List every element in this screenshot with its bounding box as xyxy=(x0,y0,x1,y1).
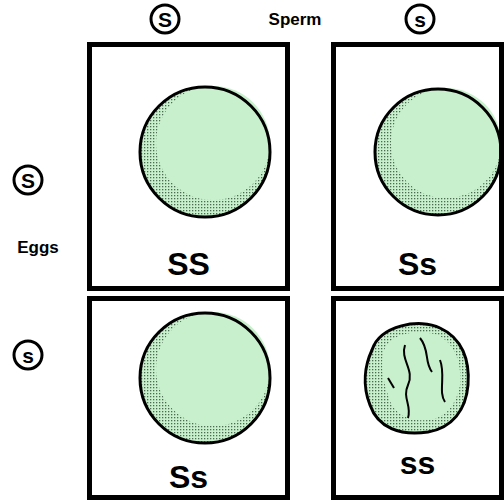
allele-letter: s xyxy=(22,345,34,366)
allele-letter: S xyxy=(21,170,35,191)
punnett-cell: ss xyxy=(331,296,504,500)
round-pea xyxy=(140,312,270,443)
punnett-cell: Ss xyxy=(87,296,290,500)
eggs-label: Eggs xyxy=(17,239,59,256)
genotype-label: Ss xyxy=(169,461,208,493)
allele-letter: s xyxy=(414,9,426,30)
allele-circle: S xyxy=(12,164,44,196)
sperm-label: Sperm xyxy=(269,11,322,28)
wrinkled-pea xyxy=(365,324,468,433)
allele-circle: s xyxy=(404,3,436,35)
allele-circle: S xyxy=(149,3,181,35)
round-pea xyxy=(375,88,501,215)
allele-letter: S xyxy=(158,9,172,30)
punnett-cell: Ss xyxy=(331,42,504,291)
genotype-label: Ss xyxy=(398,248,437,280)
genotype-label: ss xyxy=(400,447,436,479)
punnett-cell: SS xyxy=(87,42,290,291)
allele-circle: s xyxy=(12,339,44,371)
round-pea xyxy=(140,86,270,217)
genotype-label: SS xyxy=(167,248,210,280)
